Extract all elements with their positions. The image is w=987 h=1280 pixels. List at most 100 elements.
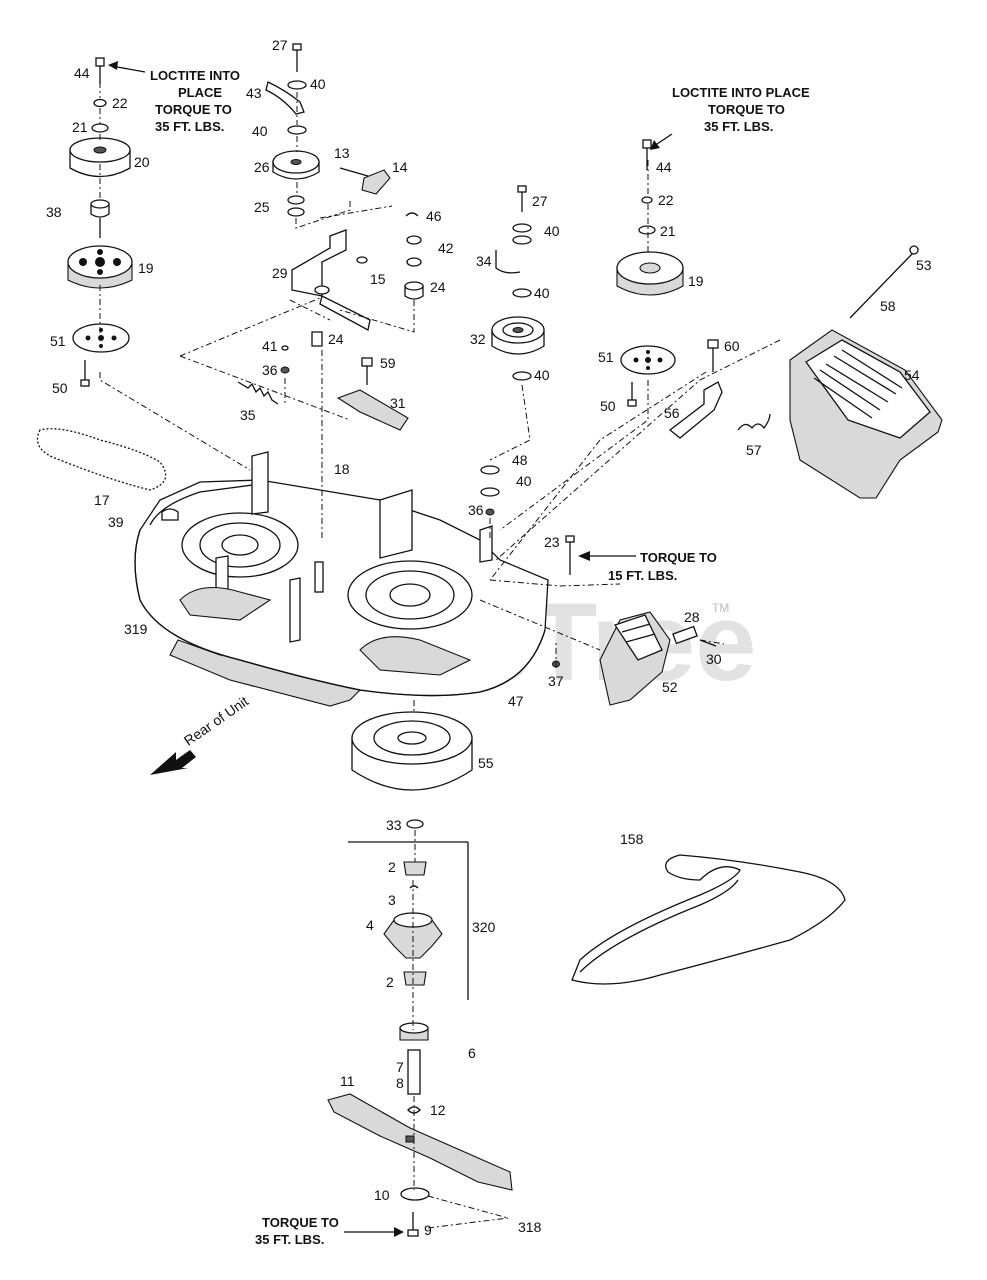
label-40-f[interactable]: 40 bbox=[516, 473, 532, 489]
label-19-right[interactable]: 19 bbox=[688, 273, 704, 289]
label-23[interactable]: 23 bbox=[544, 534, 560, 550]
label-35[interactable]: 35 bbox=[240, 407, 256, 423]
washer-40-f[interactable] bbox=[480, 487, 500, 497]
label-40-d[interactable]: 40 bbox=[534, 285, 550, 301]
label-319[interactable]: 319 bbox=[124, 621, 148, 637]
spring-57[interactable] bbox=[737, 413, 771, 431]
bearing-2-top[interactable] bbox=[403, 861, 427, 876]
label-30[interactable]: 30 bbox=[706, 651, 722, 667]
label-12[interactable]: 12 bbox=[430, 1102, 446, 1118]
label-22-right[interactable]: 22 bbox=[658, 192, 674, 208]
label-51-right[interactable]: 51 bbox=[598, 349, 614, 365]
label-36-a[interactable]: 36 bbox=[262, 362, 278, 378]
washer-40-b[interactable] bbox=[287, 125, 307, 135]
plate-31[interactable] bbox=[336, 389, 409, 431]
label-13[interactable]: 13 bbox=[334, 145, 350, 161]
label-318[interactable]: 318 bbox=[518, 1219, 542, 1235]
bracket-14[interactable] bbox=[361, 169, 391, 195]
bracket-56[interactable] bbox=[668, 381, 723, 439]
label-36-b[interactable]: 36 bbox=[468, 502, 484, 518]
label-24-a[interactable]: 24 bbox=[328, 331, 344, 347]
label-48[interactable]: 48 bbox=[512, 452, 528, 468]
label-41[interactable]: 41 bbox=[262, 338, 278, 354]
spring-35[interactable] bbox=[237, 381, 279, 405]
bearing-2-bottom[interactable] bbox=[403, 971, 427, 986]
washer-48[interactable] bbox=[480, 465, 500, 475]
label-50-right[interactable]: 50 bbox=[600, 398, 616, 414]
label-60[interactable]: 60 bbox=[724, 338, 740, 354]
bolt-59[interactable] bbox=[361, 357, 373, 367]
label-9[interactable]: 9 bbox=[424, 1222, 432, 1238]
label-31[interactable]: 31 bbox=[390, 395, 406, 411]
washer-25-a[interactable] bbox=[287, 195, 305, 205]
washer-21[interactable] bbox=[91, 123, 109, 133]
label-52[interactable]: 52 bbox=[662, 679, 678, 695]
bolt-44-head[interactable] bbox=[95, 57, 105, 67]
label-40-c[interactable]: 40 bbox=[544, 223, 560, 239]
label-2-top[interactable]: 2 bbox=[388, 859, 396, 875]
bolt-23[interactable] bbox=[565, 535, 575, 543]
label-25[interactable]: 25 bbox=[254, 199, 270, 215]
bolt-44-right[interactable] bbox=[642, 139, 652, 149]
label-57[interactable]: 57 bbox=[746, 442, 762, 458]
label-59[interactable]: 59 bbox=[380, 355, 396, 371]
label-26[interactable]: 26 bbox=[254, 159, 270, 175]
washer-21-right[interactable] bbox=[638, 225, 656, 235]
nut-36-a[interactable] bbox=[280, 366, 290, 374]
label-17[interactable]: 17 bbox=[94, 492, 110, 508]
label-32[interactable]: 32 bbox=[470, 331, 486, 347]
label-158[interactable]: 158 bbox=[620, 831, 644, 847]
label-46[interactable]: 46 bbox=[426, 208, 442, 224]
label-50[interactable]: 50 bbox=[52, 380, 68, 396]
belt-17[interactable] bbox=[36, 428, 167, 491]
label-8[interactable]: 8 bbox=[396, 1075, 404, 1091]
label-4[interactable]: 4 bbox=[366, 917, 374, 933]
nut-36-b[interactable] bbox=[485, 508, 495, 516]
label-39[interactable]: 39 bbox=[108, 514, 124, 530]
label-44[interactable]: 44 bbox=[74, 65, 90, 81]
bolt-27-right[interactable] bbox=[517, 185, 527, 193]
washer-33[interactable] bbox=[406, 819, 424, 829]
label-320[interactable]: 320 bbox=[472, 919, 496, 935]
label-47[interactable]: 47 bbox=[508, 693, 524, 709]
label-37[interactable]: 37 bbox=[548, 673, 564, 689]
label-27-right[interactable]: 27 bbox=[532, 193, 548, 209]
label-11[interactable]: 11 bbox=[340, 1073, 355, 1089]
label-40-e[interactable]: 40 bbox=[534, 367, 550, 383]
label-44-right[interactable]: 44 bbox=[656, 159, 672, 175]
label-14[interactable]: 14 bbox=[392, 159, 408, 175]
label-58[interactable]: 58 bbox=[880, 298, 896, 314]
label-54[interactable]: 54 bbox=[904, 367, 920, 383]
label-24-b[interactable]: 24 bbox=[430, 279, 446, 295]
label-20[interactable]: 20 bbox=[134, 154, 150, 170]
spacer-3[interactable] bbox=[409, 885, 419, 889]
label-51[interactable]: 51 bbox=[50, 333, 66, 349]
washer-42-a[interactable] bbox=[406, 235, 422, 245]
nut-15[interactable] bbox=[356, 256, 368, 264]
washer-40-c[interactable] bbox=[512, 223, 532, 233]
label-15[interactable]: 15 bbox=[370, 271, 386, 287]
label-38[interactable]: 38 bbox=[46, 204, 62, 220]
nut-22-right[interactable] bbox=[641, 196, 653, 204]
bolt-50-right[interactable] bbox=[627, 399, 637, 407]
label-56[interactable]: 56 bbox=[664, 405, 680, 421]
label-42[interactable]: 42 bbox=[438, 240, 454, 256]
bracket-43[interactable] bbox=[265, 81, 305, 115]
bolt-9[interactable] bbox=[407, 1229, 419, 1237]
rod-58[interactable] bbox=[849, 253, 913, 319]
rod-34[interactable] bbox=[495, 250, 521, 274]
label-6[interactable]: 6 bbox=[468, 1045, 476, 1061]
clip-46[interactable] bbox=[405, 212, 419, 217]
label-10[interactable]: 10 bbox=[374, 1187, 390, 1203]
label-2-bottom[interactable]: 2 bbox=[386, 974, 394, 990]
bolt-50-left[interactable] bbox=[80, 379, 90, 387]
washer-10[interactable] bbox=[400, 1187, 430, 1201]
pin-30[interactable] bbox=[699, 639, 717, 647]
label-21[interactable]: 21 bbox=[72, 119, 88, 135]
label-18[interactable]: 18 bbox=[334, 461, 350, 477]
bolt-27-center[interactable] bbox=[292, 43, 302, 51]
label-19[interactable]: 19 bbox=[138, 260, 154, 276]
bracket-28[interactable] bbox=[672, 625, 698, 645]
spacer-24-a[interactable] bbox=[311, 331, 323, 347]
drive-belt-158[interactable] bbox=[571, 854, 846, 985]
